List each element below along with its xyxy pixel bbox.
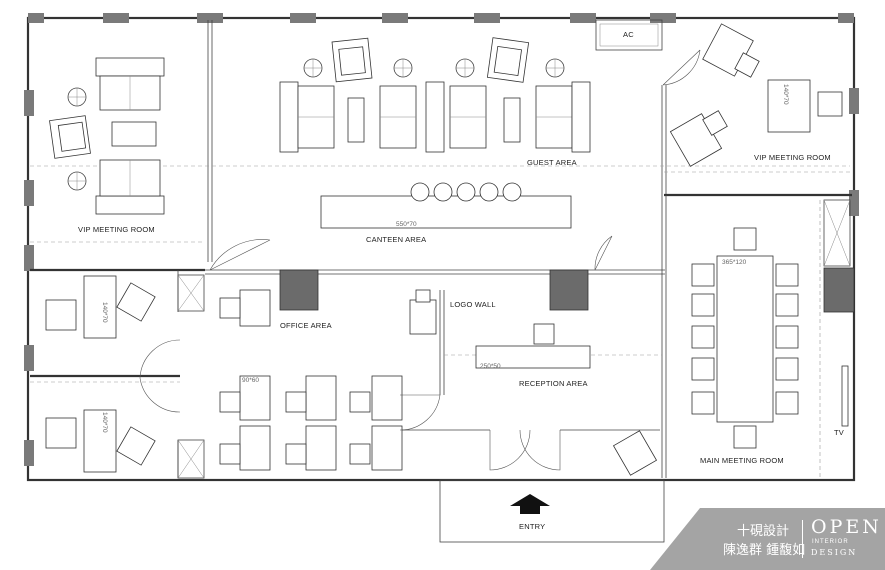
dim-reception-desk: 250*50 [480, 363, 501, 370]
dim-office-desk-1: 140*70 [101, 302, 108, 323]
windows-right [849, 88, 859, 216]
vip-right-furniture [669, 23, 843, 167]
label-logo-wall: LOGO WALL [450, 300, 496, 309]
ac-room [595, 19, 663, 51]
dim-office-desk-2: 140*70 [101, 412, 108, 433]
label-vip-right: VIP MEETING ROOM [754, 153, 831, 162]
label-tv: TV [834, 428, 844, 437]
entry-arrow-icon [510, 494, 550, 514]
brand-backdrop [650, 508, 885, 570]
label-ac: AC [623, 30, 634, 39]
windows-top [28, 13, 854, 23]
dimension-labels: 550*70 140*70 365*120 140*70 140*70 90*6… [101, 84, 789, 433]
room-labels: VIP MEETING ROOM GUEST AREA CANTEEN AREA… [78, 30, 844, 531]
windows-left [24, 90, 34, 466]
dim-workstation: 90*60 [242, 377, 259, 384]
dim-canteen-counter: 550*70 [396, 221, 417, 228]
label-vip-left: VIP MEETING ROOM [78, 225, 155, 234]
doors [139, 49, 701, 471]
brand-tag-1: INTERIOR [812, 539, 849, 545]
brand-line-2: 陳逸群 鍾馥如 [723, 543, 806, 558]
dim-vip-desk: 140*70 [782, 84, 789, 105]
columns [279, 267, 855, 313]
brand-divider [802, 520, 803, 558]
shafts [177, 199, 851, 479]
label-office: OFFICE AREA [280, 321, 332, 330]
brand-line-1: 十硯設計 [737, 524, 790, 539]
label-canteen: CANTEEN AREA [366, 235, 426, 244]
label-entry: ENTRY [519, 522, 545, 531]
vip-left-furniture [49, 57, 165, 215]
brand-tag-2: DESIGN [811, 548, 858, 557]
label-guest: GUEST AREA [527, 158, 577, 167]
guest-furniture [279, 37, 591, 153]
label-reception: RECEPTION AREA [519, 379, 588, 388]
main-meeting-furniture [612, 227, 849, 476]
dim-meeting-table: 365*120 [722, 259, 747, 266]
brand-name: OPEN [811, 516, 882, 538]
label-main-meeting: MAIN MEETING ROOM [700, 456, 784, 465]
canteen-furniture [320, 182, 572, 229]
left-offices-furniture [45, 275, 156, 473]
office-furniture [219, 289, 437, 471]
reception-furniture [475, 323, 591, 369]
brand-watermark: 十硯設計 陳逸群 鍾馥如 OPEN INTERIOR DESIGN [685, 512, 885, 570]
